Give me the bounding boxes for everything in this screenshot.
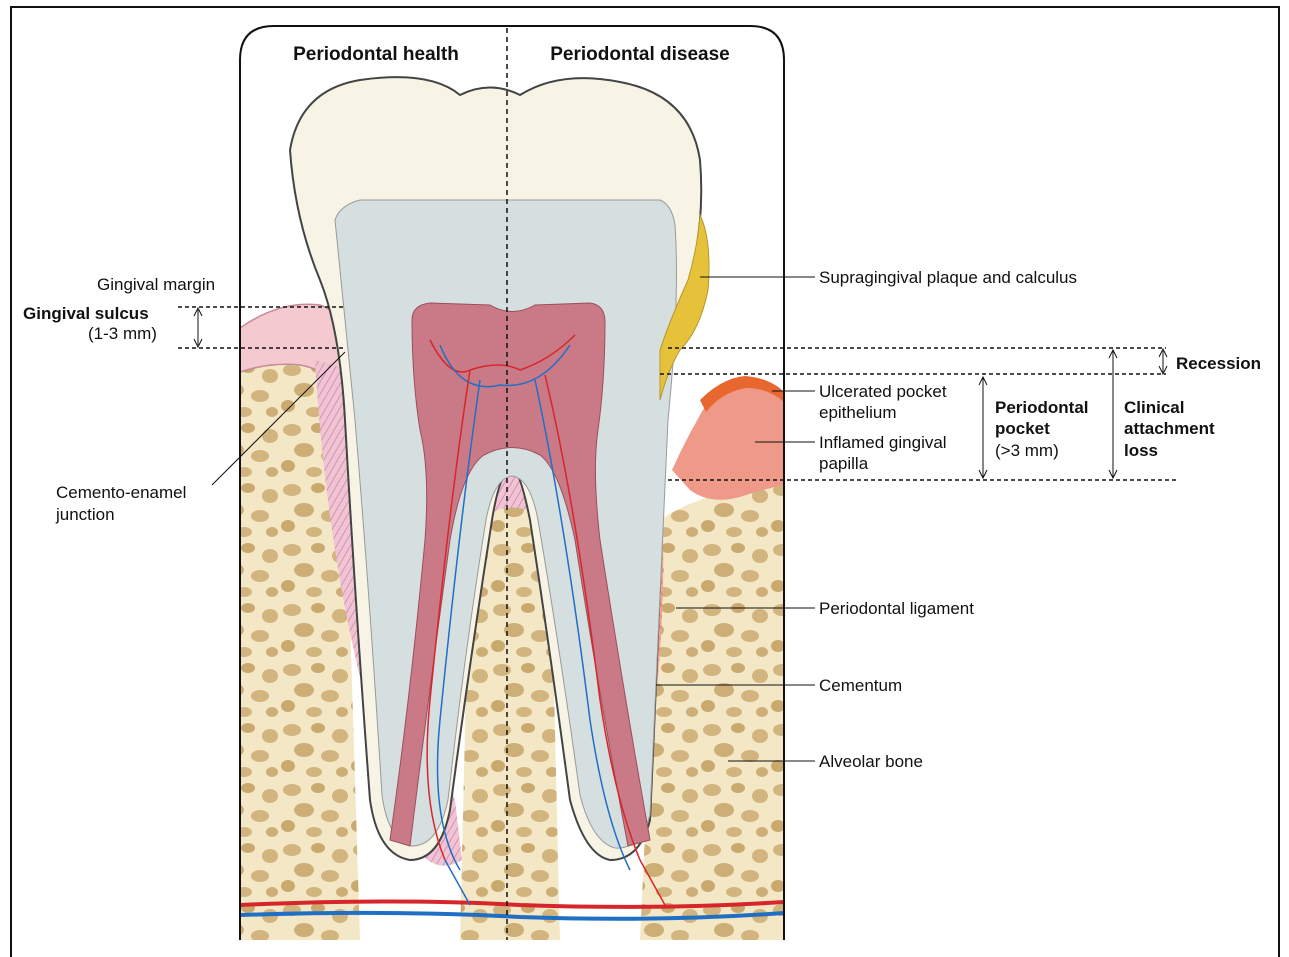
pocket-label-line2: pocket [995,419,1050,438]
cementum-label: Cementum [819,676,902,695]
cej-label-line1: Cemento-enamel [56,483,186,502]
cal-label-line1: Clinical [1124,398,1184,417]
inflamed-label-line2: papilla [819,454,869,473]
alveolar-bone-label: Alveolar bone [819,752,923,771]
pdl-label: Periodontal ligament [819,599,974,618]
gingival-sulcus-label: Gingival sulcus [23,304,149,323]
cal-label-line2: attachment [1124,419,1215,438]
tooth-panel [240,26,784,940]
header-health: Periodontal health [293,44,459,65]
cej-label-line2: junction [55,505,115,524]
ulcerated-label-line2: epithelium [819,403,897,422]
pocket-depth-label: (>3 mm) [995,441,1059,460]
sulcus-depth-label: (1-3 mm) [88,324,157,343]
header-disease: Periodontal disease [550,44,730,65]
gingival-margin-label: Gingival margin [97,275,215,294]
ulcerated-label-line1: Ulcerated pocket [819,382,947,401]
cal-label-line3: loss [1124,441,1158,460]
plaque-label: Supragingival plaque and calculus [819,268,1077,287]
inflamed-label-line1: Inflamed gingival [819,433,947,452]
pocket-label-line1: Periodontal [995,398,1089,417]
recession-label: Recession [1176,354,1261,373]
